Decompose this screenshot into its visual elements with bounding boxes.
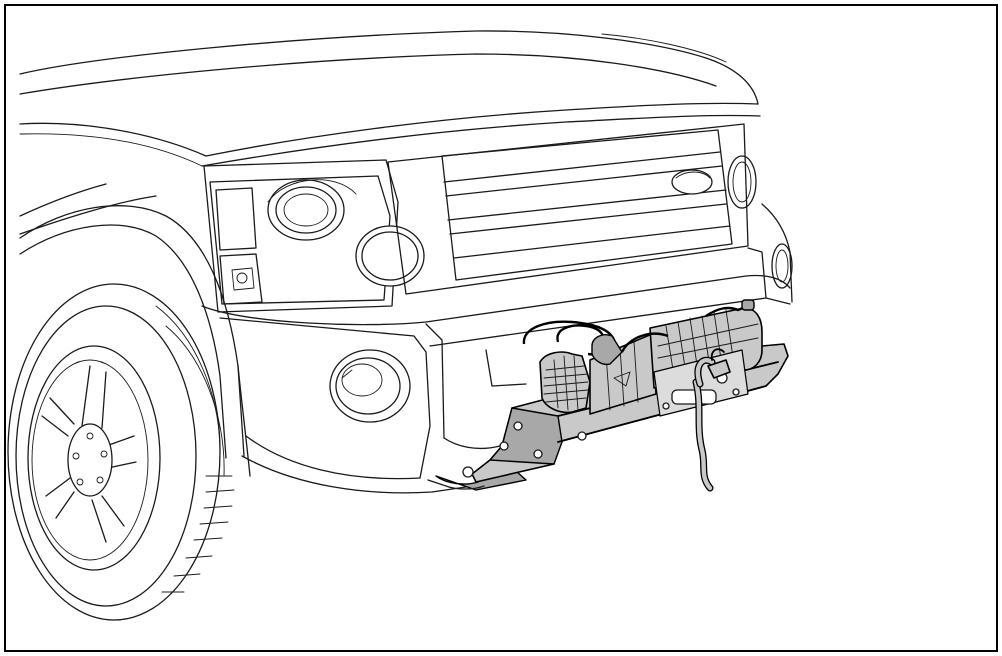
front-wheel [7, 205, 251, 621]
vehicle-winch-illustration [7, 30, 793, 621]
front-bumper [201, 203, 793, 494]
front-grille [387, 123, 757, 295]
winch-assembly [435, 299, 789, 492]
illustration-frame [4, 4, 998, 652]
vehicle-body [19, 30, 761, 235]
headlamp-cluster [203, 159, 425, 313]
